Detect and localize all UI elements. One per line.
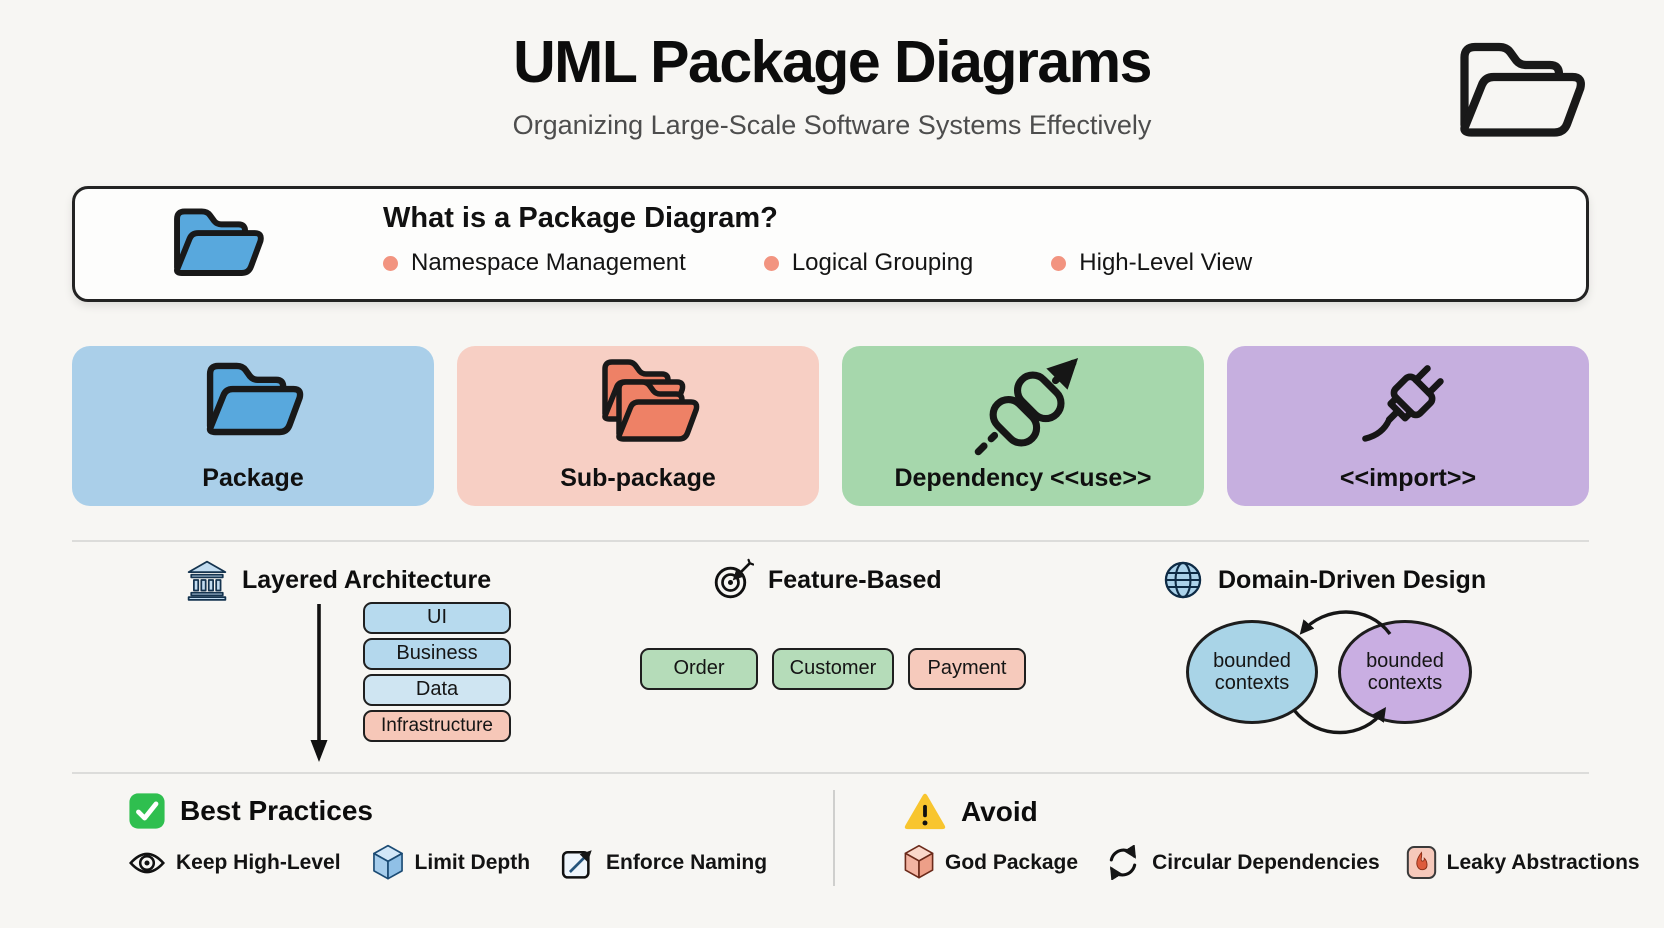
practice-item: Keep High-Level	[128, 849, 341, 877]
package-box-icon	[904, 844, 934, 879]
bullet-dot-icon	[383, 255, 398, 271]
chain-link-icon	[974, 357, 1079, 456]
section-title: Domain-Driven Design	[1218, 565, 1487, 594]
concept-cards: Package Sub-package Dependency <<use>>	[72, 346, 1589, 506]
layer-stack: UI Business Data Infrastructure	[363, 602, 511, 746]
avoid-items: God Package Circular Dependencies Leaky …	[903, 844, 1640, 881]
bullet-dot-icon	[763, 255, 779, 271]
avoid-header: Avoid	[903, 792, 1038, 832]
section-title: Feature-Based	[768, 565, 942, 594]
practice-label: Keep High-Level	[176, 851, 341, 874]
module-customer: Customer	[772, 648, 894, 690]
bullet-label: Logical Grouping	[791, 249, 974, 276]
avoid-item: Circular Dependencies	[1104, 845, 1380, 880]
leak-flame-icon	[1406, 845, 1436, 880]
cycle-arrows-icon	[1109, 845, 1137, 880]
card-sub-package: Sub-package	[457, 346, 819, 506]
avoid-item: God Package	[903, 844, 1078, 881]
avoid-label: Circular Dependencies	[1152, 850, 1380, 874]
practice-item: Enforce Naming	[560, 845, 767, 881]
intro-bullet: Namespace Management	[383, 249, 686, 277]
practice-item: Limit Depth	[371, 844, 531, 882]
practice-label: Enforce Naming	[606, 851, 768, 874]
vertical-divider	[833, 790, 835, 886]
folder-icon	[195, 354, 311, 452]
pencil-square-icon	[561, 850, 592, 879]
layer-business: Business	[363, 638, 511, 670]
intro-box: What is a Package Diagram? Namespace Man…	[72, 186, 1589, 302]
check-icon	[129, 793, 165, 829]
avoid-label: God Package	[945, 850, 1079, 874]
package-folder-icon	[163, 199, 271, 293]
bank-icon	[187, 560, 227, 601]
layered-architecture-header: Layered Architecture	[186, 558, 491, 602]
intro-bullet: Logical Grouping	[763, 249, 974, 277]
target-icon	[714, 558, 754, 599]
card-label: Package	[202, 464, 304, 492]
sub-folders-icon	[576, 354, 700, 458]
layer-ui: UI	[363, 602, 511, 634]
warning-icon	[904, 793, 946, 830]
intro-bullet: High-Level View	[1051, 249, 1252, 277]
globe-icon	[1164, 561, 1202, 599]
intro-heading: What is a Package Diagram?	[383, 202, 778, 234]
intro-bullet-list: Namespace Management Logical Grouping Hi…	[383, 249, 1252, 277]
best-practices-header: Best Practices	[128, 792, 373, 830]
context-exchange-arrows	[1292, 610, 1392, 735]
feature-based-header: Feature-Based	[712, 558, 942, 602]
card-label: <<import>>	[1339, 464, 1477, 492]
card-label: Sub-package	[560, 464, 716, 492]
layer-infrastructure: Infrastructure	[363, 710, 511, 742]
bounded-context-blue: bounded contexts	[1186, 620, 1318, 724]
section-divider	[72, 540, 1589, 542]
bounded-context-purple: bounded contexts	[1338, 620, 1472, 724]
layer-data: Data	[363, 674, 511, 706]
best-practices-items: Keep High-Level Limit Depth Enforce Nami…	[128, 844, 767, 882]
card-import: <<import>>	[1227, 346, 1589, 506]
cube-icon	[372, 844, 403, 880]
bullet-dot-icon	[1051, 255, 1067, 271]
card-label: Dependency <<use>>	[894, 464, 1152, 492]
layer-down-arrow	[310, 604, 328, 762]
section-divider	[72, 772, 1589, 774]
avoid-label: Leaky Abstractions	[1446, 850, 1640, 874]
bottom-section-title: Avoid	[961, 796, 1038, 827]
card-package: Package	[72, 346, 434, 506]
bottom-section-title: Best Practices	[180, 795, 374, 826]
plug-icon	[1362, 365, 1444, 442]
practice-label: Limit Depth	[414, 851, 531, 874]
bullet-label: Namespace Management	[411, 249, 686, 276]
page-subtitle: Organizing Large-Scale Software Systems …	[512, 110, 1152, 140]
bullet-label: High-Level View	[1079, 249, 1253, 276]
eye-icon	[129, 852, 165, 874]
section-title: Layered Architecture	[242, 565, 492, 594]
module-payment: Payment	[908, 648, 1026, 690]
card-dependency: Dependency <<use>>	[842, 346, 1204, 506]
open-folder-icon	[1444, 32, 1596, 158]
module-order: Order	[640, 648, 758, 690]
page-title: UML Package Diagrams	[513, 29, 1152, 95]
avoid-item: Leaky Abstractions	[1406, 845, 1640, 880]
ddd-header: Domain-Driven Design	[1162, 558, 1486, 602]
